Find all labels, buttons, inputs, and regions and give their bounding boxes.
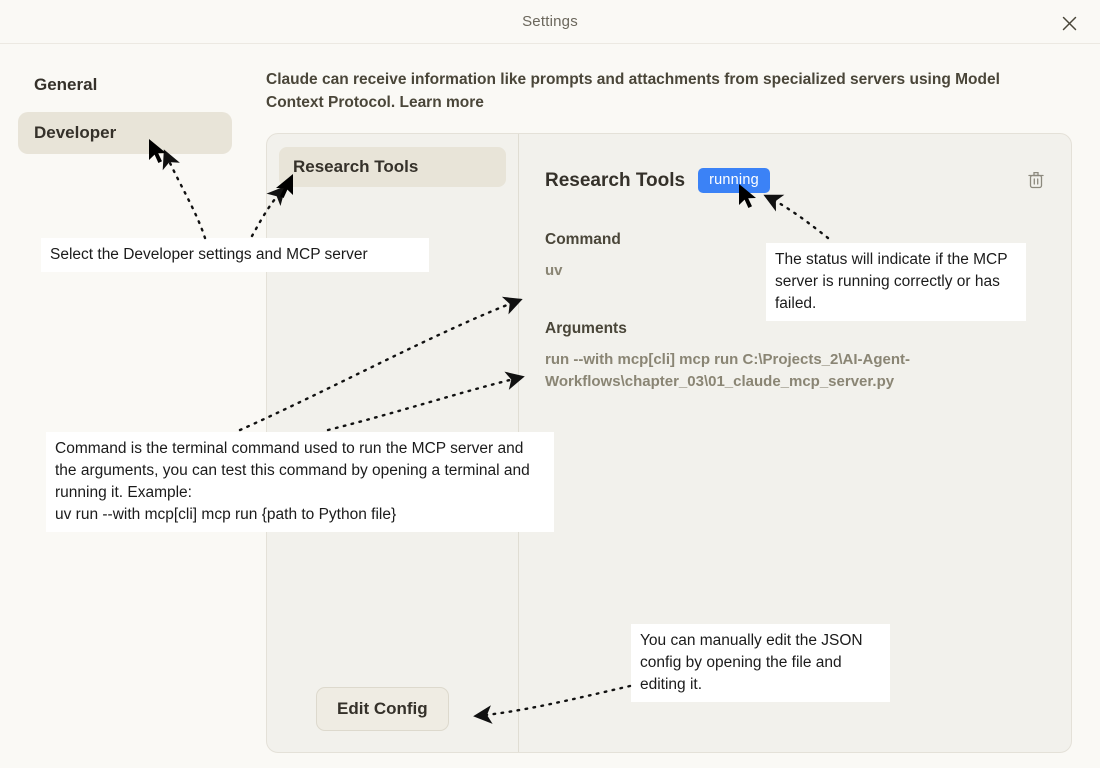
sidebar-item-label: General xyxy=(34,75,98,94)
sidebar-item-label: Developer xyxy=(34,123,117,142)
mcp-server-detail: Research Tools running Command uv Argume… xyxy=(519,134,1071,752)
settings-sidebar: General Developer xyxy=(0,64,250,160)
mcp-server-detail-title: Research Tools xyxy=(545,169,686,191)
sidebar-item-general[interactable]: General xyxy=(18,64,232,106)
annotation-command: Command is the terminal command used to … xyxy=(46,432,554,532)
field-command: Command uv xyxy=(545,231,1045,282)
close-icon[interactable] xyxy=(1054,8,1084,38)
sidebar-item-developer[interactable]: Developer xyxy=(18,112,232,154)
annotation-status: The status will indicate if the MCP serv… xyxy=(766,243,1026,321)
mcp-intro-text: Claude can receive information like prom… xyxy=(266,71,1000,112)
annotation-select-developer: Select the Developer settings and MCP se… xyxy=(41,238,429,272)
window-title: Settings xyxy=(522,13,578,30)
field-arguments: Arguments run --with mcp[cli] mcp run C:… xyxy=(545,320,1045,393)
edit-config-button[interactable]: Edit Config xyxy=(316,687,449,731)
mcp-server-list-item-label: Research Tools xyxy=(293,157,419,176)
mcp-server-detail-header: Research Tools running xyxy=(545,168,1045,193)
field-arguments-label: Arguments xyxy=(545,320,627,338)
arrow-to-developer xyxy=(162,149,207,240)
window-titlebar: Settings xyxy=(0,0,1100,44)
field-command-label: Command xyxy=(545,231,621,248)
field-arguments-value: run --with mcp[cli] mcp run C:\Projects_… xyxy=(545,351,911,391)
status-badge: running xyxy=(698,168,770,193)
mcp-server-list-item-research-tools[interactable]: Research Tools xyxy=(279,147,506,187)
annotation-edit-json: You can manually edit the JSON config by… xyxy=(631,624,890,702)
trash-icon[interactable] xyxy=(1023,167,1049,193)
field-command-value: uv xyxy=(545,262,563,279)
